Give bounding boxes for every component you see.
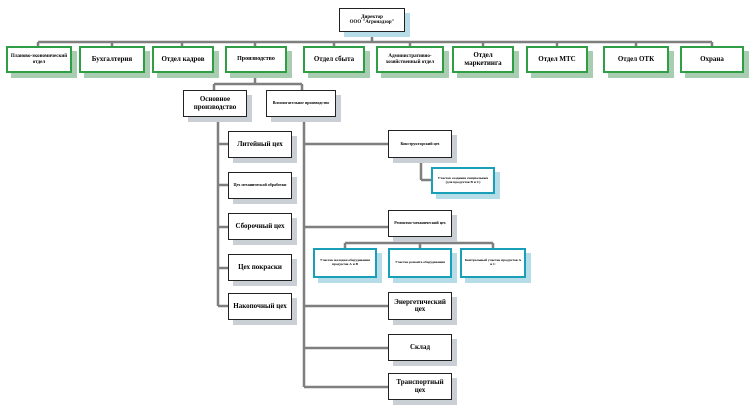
shop-label: Цех покраски [238,262,282,271]
shop-machining[interactable]: Цех механической обработки [228,172,292,199]
shop-label: Цех механической обработки [233,182,287,188]
warehouse-box[interactable]: Склад [388,334,452,361]
energy-shop-box[interactable]: Энергетический цех [388,292,452,320]
repair-sub-label: Контрольный участок продуктов А и С [464,258,522,266]
dept-accounting[interactable]: Бухгалтерия [79,46,145,73]
shop-foundry[interactable]: Литейный цех [228,131,292,158]
dept-marketing[interactable]: Отдел маркетинга [452,46,514,73]
dept-label: Отдел маркетинга [464,51,502,67]
shop-label: Сборочный цех [235,221,285,230]
main-production-label: Основное производство [193,95,237,111]
dept-security[interactable]: Охрана [680,46,744,73]
repair-sub-maintenance[interactable]: Участок ремонта оборудования [388,248,452,278]
dept-label: Отдел МТС [538,54,576,63]
design-bureau-box[interactable]: Конструкторский цех [388,130,452,158]
dept-mts[interactable]: Отдел МТС [526,46,588,73]
shop-label: Литейный цех [237,139,283,148]
design-sub-box[interactable]: Участок создания специальных (для продук… [431,167,495,194]
main-production-box[interactable]: Основное производство [183,90,247,117]
dept-hr[interactable]: Отдел кадров [152,46,214,73]
dept-label: Отдел кадров [161,54,205,63]
dept-otk[interactable]: Отдел ОТК [603,46,669,73]
shop-storage[interactable]: Накопочный цех [228,293,292,320]
director-box[interactable]: Директор ООО "Агронадзор" [339,8,405,32]
dept-administrative[interactable]: Административно-хозяйственный отдел [376,46,444,73]
dept-label: Отдел сбыта [313,54,355,63]
dept-planning-economic[interactable]: Планово-экономический отдел [6,46,72,73]
dept-label: Производство [237,56,275,63]
auxiliary-production-box[interactable]: Вспомогательное производство [266,90,336,117]
director-title: Директор [361,14,383,20]
transport-shop-box[interactable]: Транспортный цех [388,373,452,400]
dept-label: Бухгалтерия [91,54,133,63]
dept-label: Охрана [700,54,724,63]
shop-assembly[interactable]: Сборочный цех [228,213,292,240]
dept-label: Отдел ОТК [617,54,655,63]
repair-sub-label: Участок наладки оборудования продуктов А… [320,258,370,266]
repair-shop-label: Ремонтно-механический цех [394,220,446,226]
repair-shop-box[interactable]: Ремонтно-механический цех [388,210,452,237]
design-sub-label: Участок создания специальных (для продук… [437,175,489,184]
dept-sales[interactable]: Отдел сбыта [303,46,365,73]
shop-painting[interactable]: Цех покраски [228,254,292,281]
dept-label: Планово-экономический отдел [10,54,68,65]
design-bureau-label: Конструкторский цех [400,140,440,146]
director-company: ООО "Агронадзор" [349,20,395,25]
energy-shop-label: Энергетический цех [394,297,446,313]
auxiliary-production-label: Вспомогательное производство [272,100,330,106]
shop-label: Накопочный цех [233,301,287,310]
dept-label: Административно-хозяйственный отдел [385,54,435,65]
repair-sub-setup[interactable]: Участок наладки оборудования продуктов А… [313,248,377,278]
warehouse-label: Склад [409,342,431,351]
repair-sub-control[interactable]: Контрольный участок продуктов А и С [460,248,526,278]
transport-shop-label: Транспортный цех [396,378,444,394]
dept-production[interactable]: Производство [225,46,287,73]
repair-sub-label: Участок ремонта оборудования [395,260,445,265]
